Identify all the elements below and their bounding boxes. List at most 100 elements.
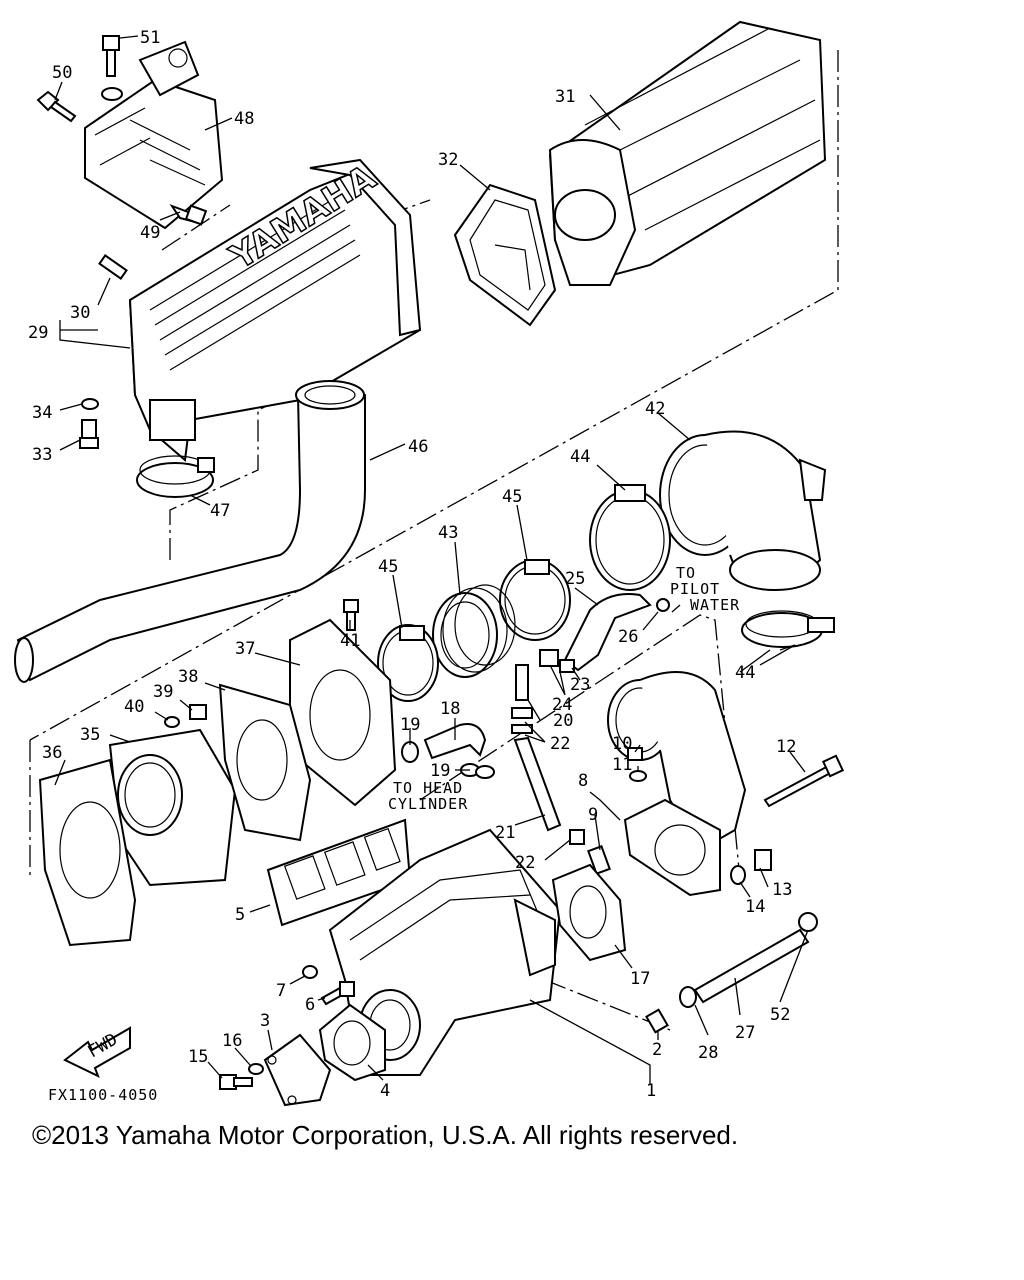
callout-36: 36 [42, 743, 62, 763]
exhaust-manifold-35 [108, 728, 237, 887]
callout-21: 21 [495, 823, 515, 843]
bolt-39 [189, 704, 207, 720]
leader-lines [54, 35, 809, 1085]
callout-18: 18 [440, 699, 460, 719]
plug-10 [627, 747, 643, 761]
clamp-52 [798, 912, 818, 932]
bolt-49 [169, 203, 208, 226]
callout-22-b: 22 [515, 853, 535, 873]
callout-44-upper: 44 [570, 447, 590, 467]
callout-29: 29 [28, 323, 48, 343]
clamp-44-lower [741, 610, 835, 648]
gasket-38 [218, 683, 312, 842]
callout-44-lower: 44 [735, 663, 755, 683]
callout-17: 17 [630, 969, 650, 989]
hose-21 [511, 664, 562, 832]
bolt-41 [343, 599, 359, 631]
gasket-4 [318, 1003, 386, 1082]
callout-20: 20 [553, 711, 573, 731]
callout-42: 42 [645, 399, 665, 419]
clamp-47 [136, 455, 215, 498]
callout-47: 47 [210, 501, 230, 521]
bolt-33 [79, 419, 99, 449]
callout-35: 35 [80, 725, 100, 745]
exhaust-elbow [659, 430, 827, 591]
callout-8: 8 [578, 771, 588, 791]
callout-19-a: 19 [400, 715, 420, 735]
callout-15: 15 [188, 1047, 208, 1067]
callout-38: 38 [178, 667, 198, 687]
clamp-45-upper [499, 559, 571, 641]
bolt-51 [101, 35, 123, 101]
callout-50: 50 [52, 63, 72, 83]
fitting-22 [569, 829, 585, 845]
clamp-28 [679, 986, 697, 1008]
callout-11: 11 [612, 755, 632, 775]
callout-48: 48 [234, 109, 254, 129]
clamp-44-upper [589, 484, 671, 591]
washer-16 [248, 1063, 264, 1075]
callout-9: 9 [588, 805, 598, 825]
callout-14: 14 [745, 897, 765, 917]
callout-5: 5 [235, 905, 245, 925]
callout-16: 16 [222, 1031, 242, 1051]
callout-25: 25 [565, 569, 585, 589]
callout-32: 32 [438, 150, 458, 170]
callout-37: 37 [235, 639, 255, 659]
diagram-code: FX1100-4050 [48, 1086, 158, 1104]
callout-33: 33 [32, 445, 52, 465]
callout-1: 1 [646, 1081, 656, 1101]
clamp-45-lower [377, 624, 439, 702]
exhaust-chamber-8 [607, 671, 747, 897]
note-pilot-water-line3: WATER [690, 596, 740, 614]
callout-41: 41 [340, 631, 360, 651]
fwd-arrow: FWD [63, 1026, 131, 1078]
hose-25 [539, 593, 670, 673]
callout-46: 46 [408, 437, 428, 457]
callout-28: 28 [698, 1043, 718, 1063]
callout-26: 26 [618, 627, 638, 647]
note-pilot-water-line1: TO [676, 564, 696, 582]
callout-34: 34 [32, 403, 52, 423]
callout-19-b: 19 [430, 761, 450, 781]
callout-13: 13 [772, 880, 792, 900]
callout-40: 40 [124, 697, 144, 717]
bolt-6 [320, 981, 355, 1006]
callout-31: 31 [555, 87, 575, 107]
nipple-2 [645, 1008, 669, 1034]
nipple-9 [587, 845, 611, 875]
washer-7 [302, 965, 318, 979]
callout-23: 23 [570, 675, 590, 695]
callout-6: 6 [305, 995, 315, 1015]
callout-43: 43 [438, 523, 458, 543]
note-head-cylinder-line1: TO HEAD [393, 779, 463, 797]
exhaust-manifold-main [328, 828, 562, 1076]
note-head-cylinder-line2: CYLINDER [388, 795, 468, 813]
gasket-32 [453, 183, 557, 327]
bolt-12 [763, 754, 845, 808]
washer-14 [730, 865, 746, 885]
washer-34 [81, 398, 99, 410]
bolt-15 [219, 1074, 253, 1090]
callout-labels: 51 50 48 49 31 32 30 29 34 33 46 47 42 4… [28, 28, 796, 1101]
callout-4: 4 [380, 1081, 390, 1101]
callout-24: 24 [552, 695, 572, 715]
callout-12: 12 [776, 737, 796, 757]
hose-18 [423, 723, 487, 760]
gasket-17 [551, 863, 627, 962]
callout-52: 52 [770, 1005, 790, 1025]
callout-45-lower: 45 [378, 557, 398, 577]
callout-51: 51 [140, 28, 160, 48]
callout-49: 49 [140, 223, 160, 243]
callout-2: 2 [652, 1040, 662, 1060]
callout-39: 39 [153, 682, 173, 702]
exploded-parts-diagram: YAMAHA [14, 20, 845, 1107]
mount-bracket [84, 40, 224, 230]
callout-22-a: 22 [550, 734, 570, 754]
callout-7: 7 [276, 981, 286, 1001]
note-pilot-water-line2: PILOT [670, 580, 720, 598]
copyright-text: ©2013 Yamaha Motor Corporation, U.S.A. A… [32, 1120, 739, 1150]
callout-45-upper: 45 [502, 487, 522, 507]
intake-hose [14, 380, 366, 683]
gasket-36 [38, 758, 137, 947]
